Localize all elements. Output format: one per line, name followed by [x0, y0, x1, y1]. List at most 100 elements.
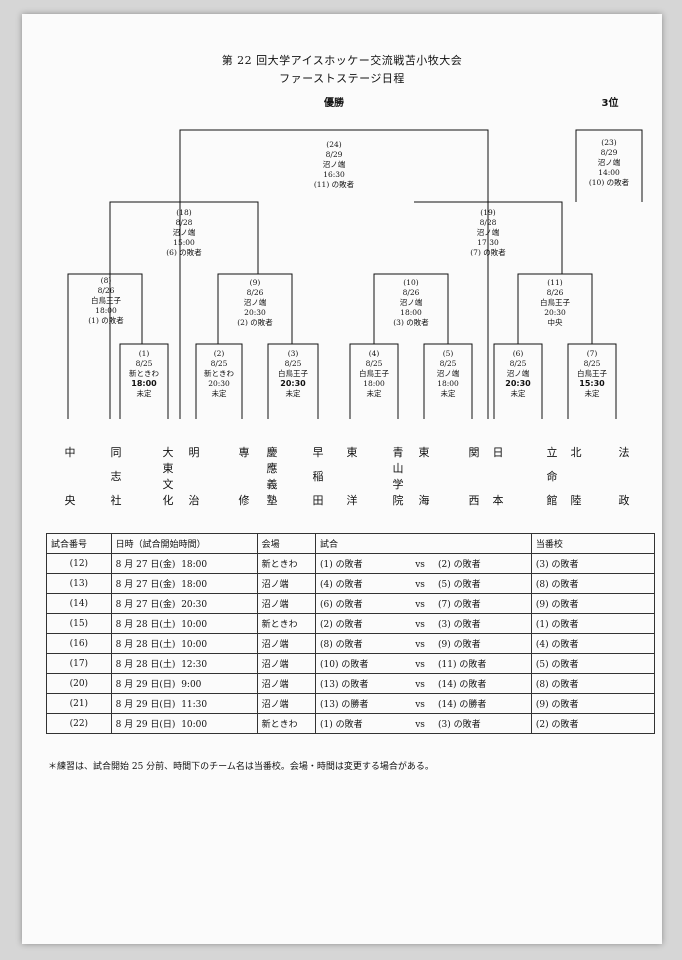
team-b: (14) の勝者 [438, 700, 487, 710]
team-name-char: 義 [266, 478, 278, 491]
team-name-char: 命 [546, 470, 558, 483]
team-name-char: 専 [238, 446, 250, 459]
match-time: 11:30 [181, 700, 208, 710]
vs-label: vs [415, 580, 425, 590]
bracket-line-4 [349, 343, 399, 419]
team-name-char: 同 [110, 446, 122, 459]
match-venue: 沼ノ端 [256, 593, 317, 614]
team-name-char: 陸 [570, 494, 582, 507]
team-name-char: 北 [570, 446, 582, 459]
document-title: 第 22 回大学アイスホッケー交流戦苫小牧大会 [221, 54, 463, 67]
match-no: (16) [46, 633, 112, 654]
team-b: (7) の敗者 [438, 600, 481, 610]
team-a: (1) の敗者 [320, 720, 363, 730]
duty-school: (8) の敗者 [530, 673, 656, 694]
match-datetime: 8 月 28 日(土) 10:00 [110, 633, 258, 654]
duty-school: (4) の敗者 [530, 633, 656, 654]
team-a: (4) の敗者 [320, 580, 363, 590]
team-b: (14) の敗者 [438, 680, 487, 690]
document-page: 第 22 回大学アイスホッケー交流戦苫小牧大会 ファーストステージ日程 [22, 14, 662, 944]
team-name-char: 早 [312, 446, 324, 459]
match-venue: 沼ノ端 [256, 573, 317, 594]
match-datetime: 8 月 27 日(金) 18:00 [110, 553, 258, 574]
match-no: (21) [46, 693, 112, 714]
team-name-char: 修 [238, 494, 250, 507]
header-venue: 会場 [256, 533, 317, 554]
match-venue: 沼ノ端 [256, 633, 317, 654]
match-no: (17) [46, 653, 112, 674]
team-name-char: 稲 [312, 470, 324, 483]
header-duty-school: 当番校 [530, 533, 656, 554]
match-date: 8 月 27 日(金) [115, 560, 176, 570]
match-no: (20) [46, 673, 112, 694]
team-name-char: 社 [110, 494, 122, 507]
team-name-char: 大 [162, 446, 174, 459]
match-time: 9:00 [181, 680, 202, 690]
bracket-line-6 [493, 343, 543, 419]
team-name-char: 関 [468, 446, 480, 459]
team-name-char: 法 [618, 446, 630, 459]
team-name-char: 文 [162, 478, 174, 491]
team-name-char: 中 [64, 446, 76, 459]
match-time: 10:00 [181, 620, 208, 630]
team-b: (9) の敗者 [438, 640, 481, 650]
team-name-char: 海 [418, 494, 430, 507]
team-name-char: 央 [64, 494, 76, 507]
duty-school: (8) の敗者 [530, 573, 656, 594]
team-name-char: 日 [492, 446, 504, 459]
team-name-char: 山 [392, 462, 404, 475]
vs-label: vs [415, 660, 425, 670]
duty-school: (9) の敗者 [530, 593, 656, 614]
duty-school: (1) の敗者 [530, 613, 656, 634]
match-datetime: 8 月 27 日(金) 18:00 [110, 573, 258, 594]
team-name-char: 洋 [346, 494, 358, 507]
team-name-char: 化 [162, 494, 174, 507]
team-b: (3) の敗者 [438, 720, 481, 730]
match-venue: 新ときわ [256, 553, 317, 574]
champion-label: 優勝 [324, 98, 344, 109]
bracket-line-24 [179, 129, 489, 419]
match-date: 8 月 28 日(土) [115, 640, 176, 650]
team-a: (1) の敗者 [320, 560, 363, 570]
match-time: 18:00 [181, 580, 208, 590]
match-datetime: 8 月 27 日(金) 20:30 [110, 593, 258, 614]
bracket-line-9 [217, 273, 293, 344]
duty-school: (2) の敗者 [530, 713, 656, 734]
team-name-char: 治 [188, 494, 200, 507]
team-name-char: 田 [312, 494, 324, 507]
team-b: (2) の敗者 [438, 560, 481, 570]
header-match-no: 試合番号 [46, 533, 112, 554]
match-time: 20:30 [181, 600, 208, 610]
team-b: (11) の敗者 [438, 660, 487, 670]
vs-label: vs [415, 700, 425, 710]
match-datetime: 8 月 28 日(土) 12:30 [110, 653, 258, 674]
match-date: 8 月 27 日(金) [115, 600, 176, 610]
team-name-char: 志 [110, 470, 122, 483]
match-time: 10:00 [181, 640, 208, 650]
team-name-char: 東 [418, 446, 430, 459]
team-name-char: 政 [618, 494, 630, 507]
match-time: 18:00 [181, 560, 208, 570]
match-no: (12) [46, 553, 112, 574]
